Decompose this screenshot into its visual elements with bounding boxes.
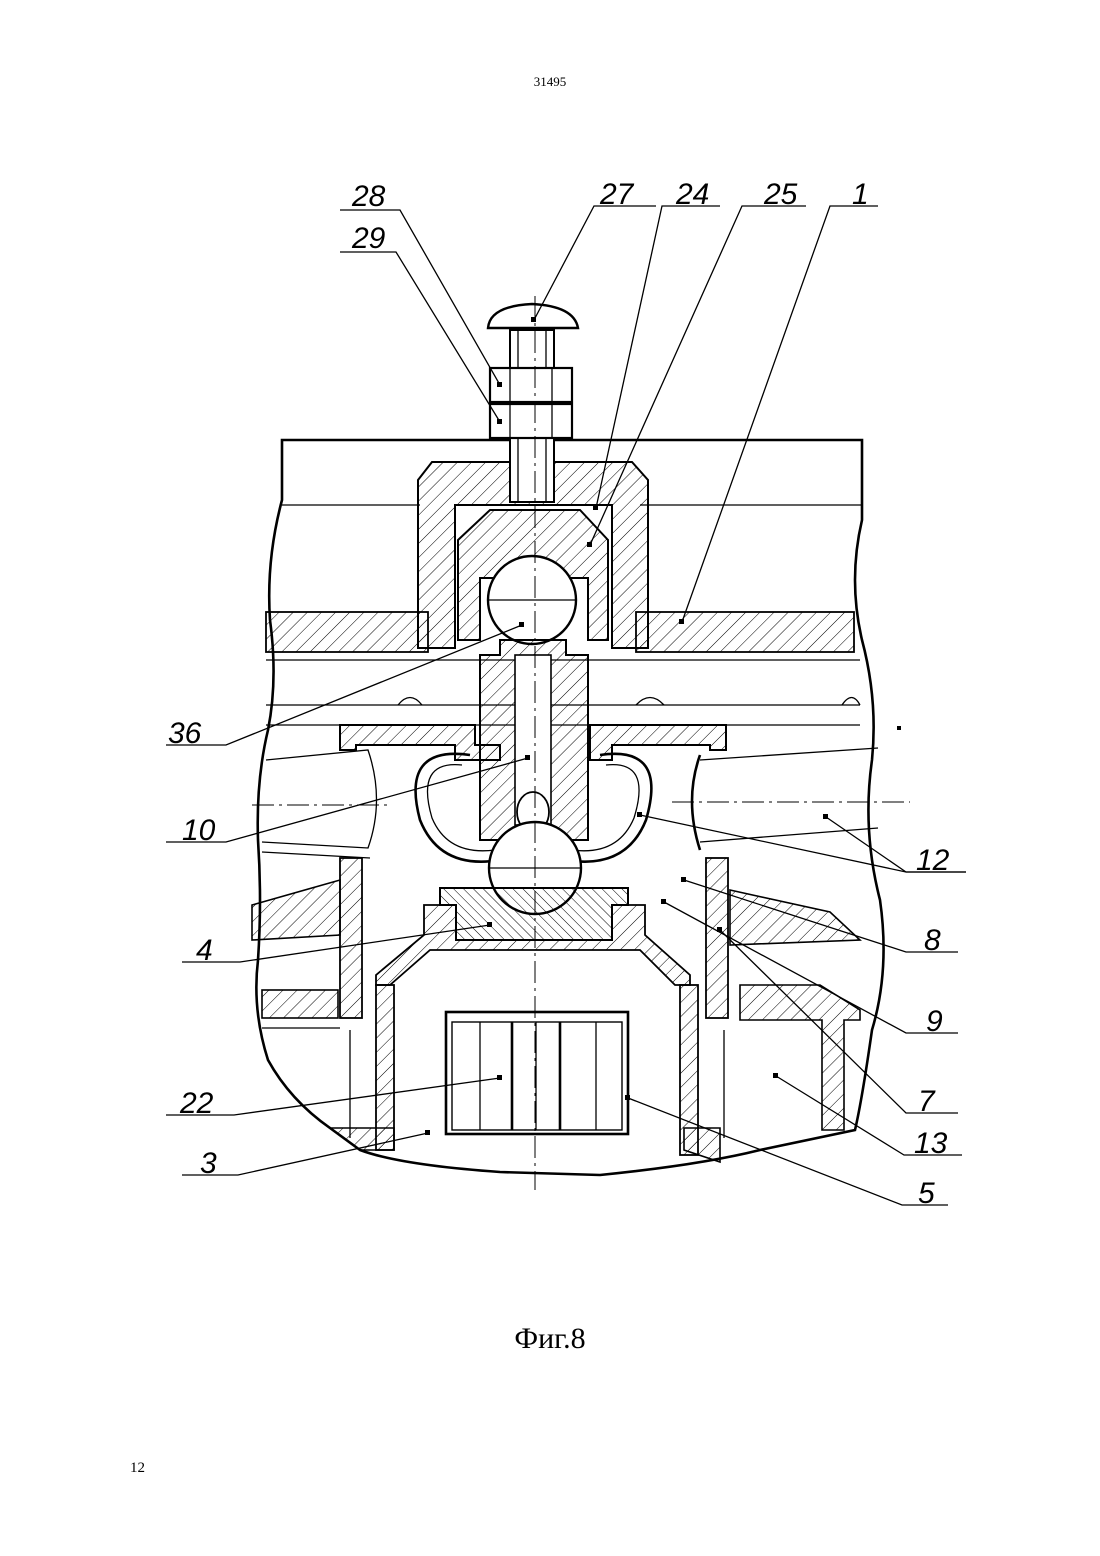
right-leg xyxy=(740,985,860,1130)
bump-2 xyxy=(636,698,664,706)
callout-13: 13 xyxy=(914,1127,948,1160)
callout-25: 25 xyxy=(763,178,798,211)
callout-7: 7 xyxy=(918,1085,936,1118)
callout-24: 24 xyxy=(675,178,709,211)
left-base-hatched xyxy=(262,990,338,1018)
port-left-2 xyxy=(262,852,370,858)
left-foot xyxy=(330,1128,394,1150)
callout-29: 29 xyxy=(351,222,386,255)
callout-3: 3 xyxy=(200,1147,217,1180)
callout-27: 27 xyxy=(599,178,635,211)
body-wall-left xyxy=(376,985,394,1150)
plate-left-hatched xyxy=(266,612,428,652)
wall-right-inner xyxy=(706,858,728,1018)
right-foot xyxy=(684,1128,720,1162)
port-left xyxy=(262,750,377,848)
callout-10: 10 xyxy=(182,814,216,847)
callout-22: 22 xyxy=(179,1087,214,1120)
wall-left-inner xyxy=(340,858,362,1018)
plate-right-hatched xyxy=(636,612,854,652)
callout-1: 1 xyxy=(852,178,869,211)
valve-seat xyxy=(440,888,628,940)
callout-5: 5 xyxy=(918,1177,935,1210)
nut-upper xyxy=(490,368,572,402)
callout-9: 9 xyxy=(926,1005,943,1038)
callout-28: 28 xyxy=(351,180,386,213)
left-block-hatched xyxy=(252,880,340,940)
callout-4: 4 xyxy=(196,934,213,967)
bump-1 xyxy=(398,698,422,706)
callout-8: 8 xyxy=(924,924,941,957)
nut-lower xyxy=(490,404,572,438)
page-number: 12 xyxy=(130,1460,145,1477)
screw-head xyxy=(488,304,578,328)
bump-3 xyxy=(842,698,860,706)
callout-12: 12 xyxy=(916,844,950,877)
callout-36: 36 xyxy=(168,717,202,750)
figure-caption: Фиг.8 xyxy=(0,1322,1100,1356)
right-block-hatched xyxy=(730,890,860,945)
flange-left xyxy=(340,725,500,760)
filter-block xyxy=(446,1012,628,1134)
